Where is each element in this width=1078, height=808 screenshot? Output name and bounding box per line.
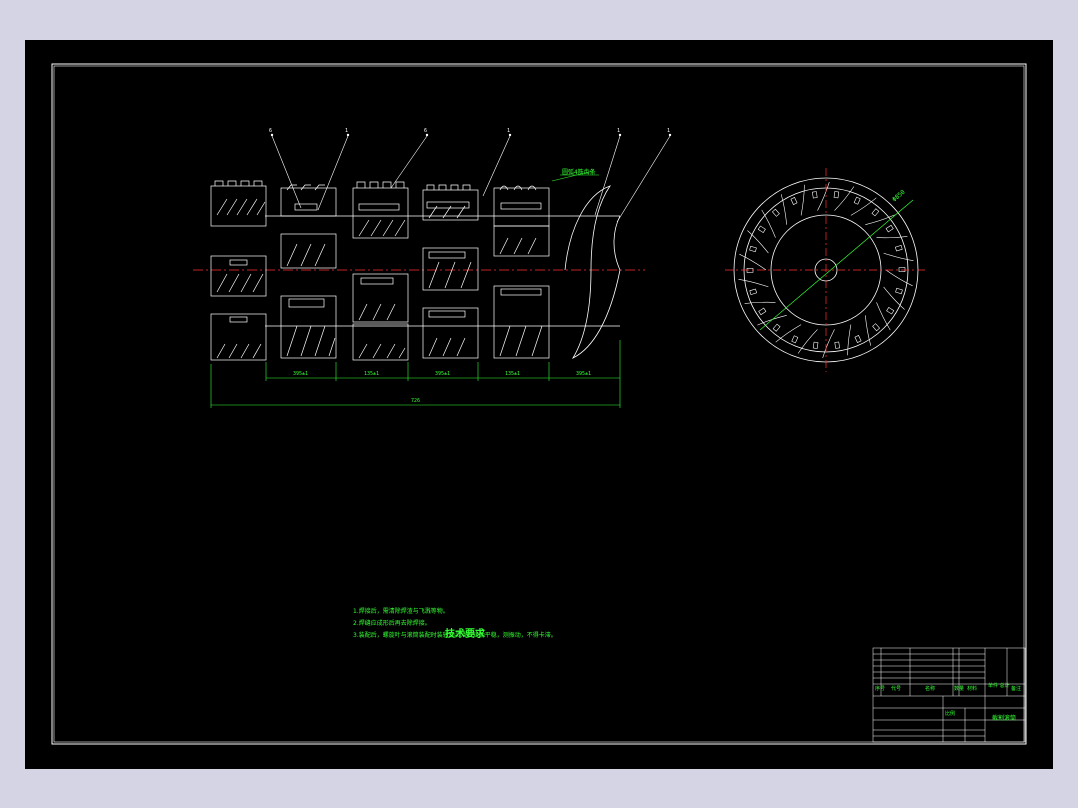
dim-segment-4: 135±1 (505, 371, 521, 377)
pick-holder (833, 191, 840, 199)
tb-scale-label: 比例 (945, 711, 956, 717)
pick-holder (898, 267, 906, 272)
tb-weight-label: 单件 总计 (988, 683, 1010, 689)
spiral-vane-arc (739, 253, 767, 271)
spiral-vane-arc (847, 324, 852, 356)
pick-holder (749, 245, 757, 253)
pick-holder (894, 245, 903, 252)
tb-seq-label: 序号 (875, 686, 886, 692)
spiral-vane-arc (834, 186, 855, 211)
spiral-vane-arc (865, 315, 872, 346)
title-block-grid (872, 647, 1026, 743)
spiral-vane-arc (761, 209, 776, 238)
dim-segment-3: 395±1 (435, 371, 451, 377)
tech-req-item-2: 2.焊缝应成形后再去除焊接。 (353, 620, 431, 627)
callout-leader (551, 170, 594, 182)
pick-holder (772, 323, 781, 332)
spiral-vane-arc (865, 214, 895, 225)
pick-holder (854, 335, 862, 343)
tech-req-item-3: 3.装配后，螺旋叶与滚筒装配时装转动灵活，转动平稳，测振动，不得卡滞。 (353, 632, 557, 639)
balloon-3: 6 (424, 128, 428, 134)
side-view-centerlines (725, 168, 927, 372)
inner-border (53, 65, 1025, 743)
dimension-lines (210, 340, 621, 408)
pick-holder (895, 287, 903, 295)
pick-holder (790, 197, 798, 205)
spiral-vane-arc (738, 279, 769, 288)
pick-ring (738, 182, 914, 358)
pick-holder (885, 224, 894, 233)
pick-section-3 (352, 181, 409, 361)
spiral-vane-arc (876, 236, 908, 239)
pick-holder (791, 335, 799, 344)
tb-remark-label: 备注 (1011, 686, 1022, 692)
dim-segment-2: 135±1 (364, 371, 380, 377)
spiral-vane (564, 185, 621, 359)
tb-name-label: 名称 (925, 686, 936, 692)
pick-section-2 (280, 184, 337, 359)
spiral-vane-arc (800, 184, 805, 216)
dim-segment-1: 395±1 (293, 371, 309, 377)
tech-req-title: 技术要求 (445, 629, 485, 640)
spiral-vane-arc (775, 324, 802, 343)
tb-code-label: 代号 (891, 686, 902, 692)
drawing-sheet: 6 1 6 1 1 1 圆弧4筋齿条 395±1 135±1 395±1 135… (25, 40, 1053, 769)
spiral-vane-arc (780, 194, 787, 225)
pick-holder (746, 268, 754, 273)
callout-label: 圆弧4筋齿条 (562, 169, 596, 176)
dim-segment-5: 395±1 (576, 371, 592, 377)
spiral-vane-arc (885, 269, 913, 287)
pick-holder (834, 341, 840, 349)
balloon-4: 1 (507, 128, 511, 134)
pick-section-5 (493, 185, 550, 359)
pick-holder (871, 208, 880, 217)
pick-holder (853, 196, 861, 205)
tb-qty-label: 数量 (954, 686, 965, 692)
pick-holder (886, 306, 895, 315)
pick-holder (758, 307, 767, 316)
spiral-vane-arc (747, 230, 769, 254)
outer-border (51, 63, 1027, 745)
spiral-vane-arc (797, 329, 818, 354)
pick-holder (872, 323, 881, 332)
pick-holder (757, 225, 766, 234)
tech-req-item-1: 1.焊接后，需清除焊渣与飞溅等物。 (353, 608, 449, 615)
pick-holder (812, 341, 819, 349)
shaft (265, 215, 620, 327)
spiral-vane-arc (883, 252, 914, 261)
spiral-vane-arc (744, 301, 776, 304)
tb-material-label: 材料 (967, 686, 978, 692)
diameter-leader (759, 199, 914, 331)
pick-holder (812, 191, 818, 199)
spiral-vane-arc (757, 315, 787, 326)
tb-drawing-name: 截割滚筒 (992, 715, 1017, 722)
spiral-vane-arc (876, 302, 891, 331)
pick-holder (749, 288, 758, 295)
balloon-2: 1 (345, 128, 349, 134)
cad-drawing (51, 63, 1027, 745)
pick-section-1 (210, 180, 267, 361)
pick-holder (771, 208, 780, 217)
balloon-1: 6 (269, 128, 273, 134)
balloon-6: 1 (667, 128, 671, 134)
spiral-vane-arc (817, 182, 830, 211)
dim-overall: 726 (411, 398, 421, 404)
pick-section-4 (422, 184, 479, 359)
spiral-vane-arc (822, 329, 835, 358)
balloon-marks (270, 133, 672, 137)
balloon-5: 1 (617, 128, 621, 134)
spiral-vane-arc (850, 197, 877, 216)
spiral-vane-arc (883, 286, 905, 310)
leader-lines (271, 135, 671, 223)
